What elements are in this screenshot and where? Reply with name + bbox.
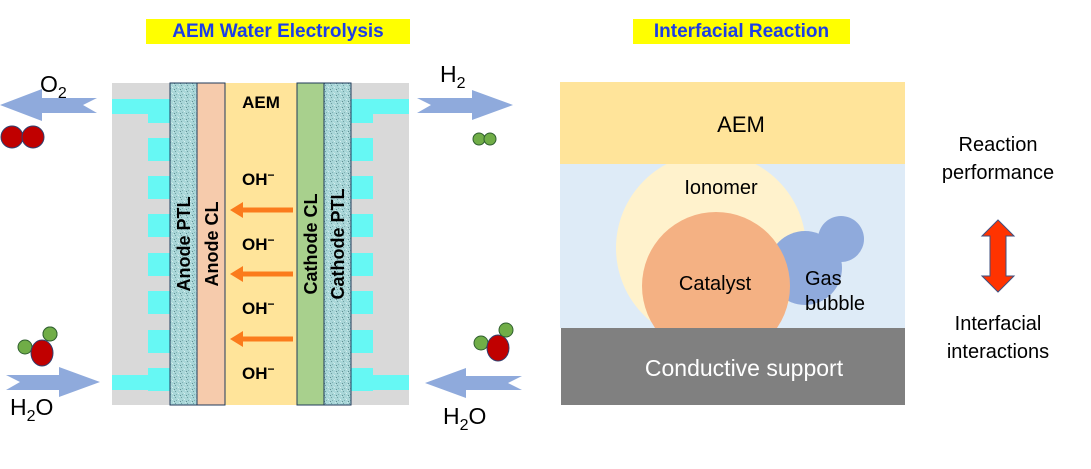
flow-channel [351, 330, 373, 353]
anode-water-inlet: H2O [6, 326, 100, 425]
catalyst-particle [642, 212, 790, 328]
electrolyzer-cell: Anode PTL Anode CL Cathode CL Cathode PT… [112, 82, 409, 406]
flow-channel [148, 253, 170, 276]
hydrogen-molecule-icon [472, 132, 497, 146]
conductive-support [561, 328, 905, 405]
reaction-performance-label-line1: Reaction [959, 134, 1038, 156]
right-panel-title: Interfacial Reaction [633, 19, 850, 44]
anode-cl-layer [196, 82, 226, 406]
left-panel-title: AEM Water Electrolysis [146, 19, 410, 44]
ion-arrow-icon [230, 202, 293, 218]
water-in-arrow-icon [425, 368, 522, 398]
flow-channel [351, 214, 373, 237]
anode-flow-channels [112, 99, 170, 391]
anode-outlet-channel [112, 375, 170, 390]
membrane-layer [225, 83, 297, 405]
interfacial-interactions-label-line1: Interfacial [955, 313, 1042, 335]
hydrogen-out-arrow-icon [417, 90, 513, 120]
hydroxide-ion: OH− [242, 233, 275, 254]
ion-arrow-icon [230, 266, 293, 282]
flow-channel [351, 253, 373, 276]
reaction-performance-label-line2: performance [942, 162, 1054, 184]
ion-transport-arrows [230, 202, 293, 347]
hydroxide-ion: OH− [242, 168, 275, 189]
cathode-water-inlet: H2O [425, 322, 522, 434]
flow-channel [148, 176, 170, 199]
flow-channel [148, 214, 170, 237]
hydrogen-label: H2 [440, 61, 466, 92]
anode-cl-label: Anode CL [202, 202, 222, 287]
hydroxide-ion: OH− [242, 297, 275, 318]
membrane-band-label: AEM [717, 112, 765, 137]
water-molecule-icon [17, 326, 58, 367]
anode-water-label: H2O [10, 394, 53, 425]
cathode-ptl-label: Cathode PTL [328, 188, 348, 299]
interface-schematic: AEM Ionomer Catalyst Gas bubble Conducti… [560, 82, 905, 405]
flow-channel [351, 138, 373, 161]
water-in-arrow-icon [6, 367, 100, 397]
anode-bipolar-plate [112, 83, 170, 405]
double-headed-arrow-icon [980, 219, 1016, 293]
oxygen-out-arrow-icon [0, 89, 97, 121]
oxygen-outlet: O2 [0, 71, 97, 149]
gas-bubble-label-line2: bubble [805, 293, 865, 315]
anode-ptl-layer [169, 82, 198, 406]
relationship-annotation: Reaction performance Interfacial interac… [942, 134, 1054, 363]
membrane-band [560, 82, 905, 164]
membrane-label: AEM [242, 93, 280, 112]
hydrogen-outlet: H2 [417, 61, 513, 146]
anode-ptl-label: Anode PTL [174, 197, 194, 292]
flow-channel [148, 291, 170, 314]
cathode-inlet-channel [351, 375, 409, 390]
ionomer-label: Ionomer [684, 177, 758, 199]
cathode-cl-label: Cathode CL [301, 194, 321, 295]
flow-channel [148, 330, 170, 353]
oxygen-label: O2 [40, 71, 67, 102]
cathode-flow-channels [351, 99, 409, 391]
cathode-bipolar-plate [351, 83, 409, 405]
water-molecule-icon [473, 322, 514, 362]
cathode-cl-layer [296, 82, 325, 406]
ion-arrow-icon [230, 331, 293, 347]
flow-channel [351, 291, 373, 314]
conductive-support-label: Conductive support [645, 355, 844, 381]
cathode-water-label: H2O [443, 403, 486, 434]
cathode-ptl-layer [323, 82, 352, 406]
hydroxide-ion: OH− [242, 362, 275, 383]
flow-channel [148, 99, 170, 123]
catalyst-label: Catalyst [679, 273, 752, 295]
gas-bubble-label-line1: Gas [805, 268, 842, 290]
interfacial-interactions-label-line2: interactions [947, 341, 1049, 363]
flow-channel [351, 99, 373, 123]
flow-channel [351, 176, 373, 199]
oxygen-molecule-icon [0, 125, 45, 149]
hydroxide-ion-labels: OH− OH− OH− OH− [242, 168, 275, 383]
gas-bubble-small [818, 216, 864, 262]
flow-channel [148, 138, 170, 161]
